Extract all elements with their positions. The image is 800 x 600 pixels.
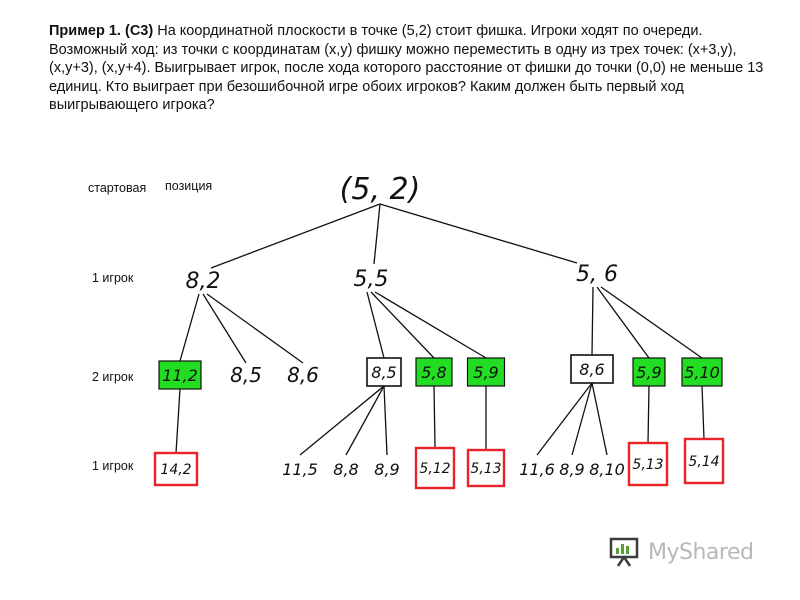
node-l2-8-label: 5,10 (684, 363, 720, 382)
edge-root-l1-0 (210, 203, 381, 269)
node-l2-4-box (415, 357, 453, 387)
node-l2-1-label: 8,5 (230, 363, 262, 387)
node-l2-4-label: 5,8 (421, 363, 446, 382)
edge-l1-l2-5 (374, 291, 487, 359)
node-l2-6: 8,6 (570, 354, 614, 384)
node-l1-0-label: 8,2 (186, 269, 221, 294)
node-l3-4: 5,12 (414, 446, 456, 490)
edge-l1-l2-4 (370, 291, 435, 359)
edge-l2-l3-6 (536, 382, 593, 456)
edge-l1-l2-1 (202, 293, 247, 364)
node-l2-5-box (466, 357, 506, 387)
edge-l1-l2-6 (591, 286, 594, 356)
node-l2-7-box (632, 357, 666, 387)
edge-l2-l3-3 (383, 385, 388, 456)
node-l2-2-label: 8,6 (287, 363, 319, 387)
edge-l2-l3-4 (433, 385, 436, 449)
node-l3-9-box (627, 441, 669, 487)
node-l3-3-label: 8,9 (374, 460, 399, 479)
tree-edges (175, 203, 705, 456)
node-root: (5, 2) (340, 172, 421, 207)
edge-l1-l2-8 (600, 286, 703, 359)
node-l2-6-box (570, 354, 614, 384)
node-l3-7-label: 8,9 (559, 460, 584, 479)
node-l2-0-box (158, 360, 202, 390)
watermark: MyShared (608, 534, 754, 570)
node-l1-1-label: 5,5 (354, 267, 389, 292)
node-l2-5: 5,9 (466, 357, 506, 387)
node-l2-5-label: 5,9 (473, 363, 498, 382)
node-l3-9-label: 5,13 (632, 457, 663, 473)
node-l3-0-box (153, 451, 199, 487)
node-l3-1: 11,5 (282, 460, 318, 479)
node-l3-3: 8,9 (374, 460, 399, 479)
presentation-board-icon (609, 537, 639, 567)
node-l2-2: 8,6 (287, 363, 319, 387)
edge-root-l1-1 (373, 203, 381, 265)
node-l2-4: 5,8 (415, 357, 453, 387)
node-l2-8-box (681, 357, 723, 387)
node-l3-0-label: 14,2 (160, 462, 191, 478)
node-l2-3-box (366, 357, 402, 387)
node-l3-5-label: 5,13 (470, 461, 501, 477)
edge-l1-l2-2 (206, 293, 304, 364)
node-l3-8: 8,10 (589, 460, 625, 479)
label-start: стартовая (88, 181, 147, 195)
node-l3-4-label: 5,12 (419, 461, 450, 477)
node-l3-10: 5,14 (683, 437, 725, 485)
edge-root-l1-2 (379, 203, 578, 264)
edge-l1-l2-7 (596, 286, 650, 359)
node-l3-5: 5,13 (466, 448, 506, 488)
edge-l2-l3-10 (701, 385, 705, 440)
edge-l2-l3-0 (175, 388, 181, 454)
label-level-3: 1 игрок (92, 459, 134, 473)
label-level-1: 1 игрок (92, 271, 134, 285)
node-l2-3: 8,5 (366, 357, 402, 387)
node-l1-0: 8,2 (186, 269, 221, 294)
node-l2-1: 8,5 (230, 363, 262, 387)
node-l1-2-label: 5, 6 (576, 262, 618, 287)
node-root-label: (5, 2) (340, 172, 421, 207)
node-l3-1-label: 11,5 (282, 460, 318, 479)
node-l2-7-label: 5,9 (636, 363, 661, 382)
node-l2-6-label: 8,6 (579, 360, 604, 379)
node-l3-10-label: 5,14 (688, 454, 719, 470)
label-level-2: 2 игрок (92, 370, 134, 384)
problem-title: Пример 1. (С3) (49, 23, 154, 39)
node-l3-8-label: 8,10 (589, 460, 625, 479)
node-l2-7: 5,9 (632, 357, 666, 387)
problem-body: На координатной плоскости в точке (5,2) … (49, 23, 764, 113)
node-l3-9: 5,13 (627, 441, 669, 487)
node-l3-5-box (466, 448, 506, 488)
node-l3-2: 8,8 (333, 460, 358, 479)
node-l3-6: 11,6 (519, 460, 555, 479)
node-l2-3-label: 8,5 (371, 363, 396, 382)
node-l2-8: 5,10 (681, 357, 723, 387)
edge-l2-l3-9 (647, 385, 650, 444)
node-l3-4-box (414, 446, 456, 490)
node-l3-10-box (683, 437, 725, 485)
node-l3-2-label: 8,8 (333, 460, 358, 479)
watermark-text: MyShared (648, 539, 754, 565)
node-l1-2: 5, 6 (576, 262, 618, 287)
node-l3-6-label: 11,6 (519, 460, 555, 479)
edge-l2-l3-2 (345, 385, 385, 456)
problem-statement: Пример 1. (С3) На координатной плоскости… (49, 22, 769, 115)
node-l2-0: 11,2 (158, 360, 202, 390)
edge-l1-l2-0 (179, 293, 200, 362)
node-l3-7: 8,9 (559, 460, 584, 479)
tree-nodes: (5, 2) 8,2 5,5 5, 6 11,2 8,5 8,6 8,5 5,8 5,9 8,6 5,… (153, 172, 725, 490)
label-position: позиция (165, 179, 213, 193)
edge-l2-l3-1 (299, 385, 385, 456)
node-l3-0: 14,2 (153, 451, 199, 487)
node-l1-1: 5,5 (354, 267, 389, 292)
edge-l2-l3-7 (571, 382, 593, 456)
node-l2-0-label: 11,2 (162, 366, 198, 385)
edge-l2-l3-8 (591, 382, 608, 456)
edge-l1-l2-3 (366, 291, 385, 359)
